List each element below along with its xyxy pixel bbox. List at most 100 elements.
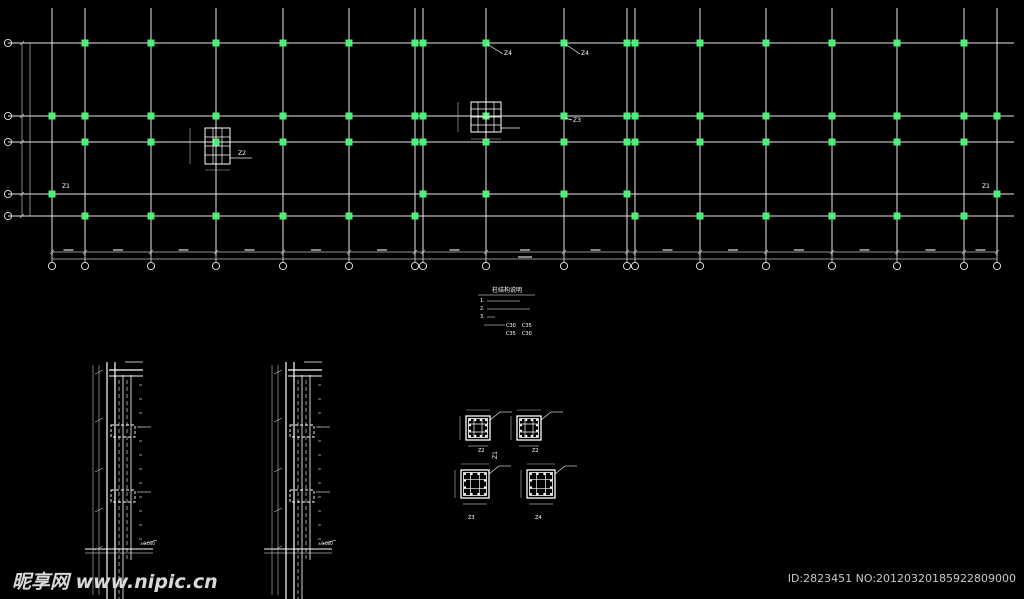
axis-bubble-x [47,261,57,271]
axis-bubble-x [622,261,632,271]
dimension-tick [49,249,55,255]
stirrup [519,418,539,438]
rebar [529,479,533,482]
rebar [463,492,467,496]
dimension-tick [697,249,703,255]
section-outline [465,415,491,441]
rebar [519,418,523,422]
column-marker [81,138,89,146]
column-marker [147,39,155,47]
watermark-id: ID:2823451 NO:20120320185922809000 [787,572,1016,585]
dimension-tick [273,545,283,551]
detail-heading-mark: Z1 [492,451,499,459]
column-marker [345,138,353,146]
column-marker [993,112,1001,120]
axis-bubble-x [211,261,221,271]
column-marker [762,212,770,220]
rebar [474,418,477,422]
notes-line: C30 [506,323,516,329]
dimension-tick [94,417,104,423]
watermark-logo: 昵享网 www.nipic.cn [12,571,218,593]
rebar [468,434,472,438]
rebar [463,486,467,489]
rebar [543,472,546,476]
column-marker [279,138,287,146]
dimension-tick [213,249,219,255]
rebar [529,492,533,496]
column-marker [960,212,968,220]
rebar [519,429,523,432]
notes-line: 1. [480,298,485,304]
level-label: ±0.000 [140,541,155,546]
column-mark-label: Z2 [238,150,246,157]
rebar [483,492,487,496]
column-marker [81,39,89,47]
notes-line: 3. [480,314,485,320]
column-marker [893,112,901,120]
dimension-tick [273,467,283,473]
column-marker [960,138,968,146]
dimension-tick [346,249,352,255]
column-marker [623,39,631,47]
column-marker [212,112,220,120]
column-marker [560,112,568,120]
rebar [479,434,482,438]
axis-bubble-x [827,261,837,271]
rebar [535,424,539,427]
axis-bubble-x [418,261,428,271]
floor-beam [289,489,315,503]
column-mark-label: Z1 [982,183,990,190]
rebar [549,486,553,489]
dimension-tick [624,249,630,255]
axis-bubble-x [761,261,771,271]
rebar [468,424,472,427]
column-marker [419,190,427,198]
dimension-tick [894,249,900,255]
rebar [519,424,523,427]
column-marker [81,112,89,120]
notes-title: 柱结构说明 [492,286,522,294]
column-marker [893,39,901,47]
column-marker [631,212,639,220]
dimension-tick [483,249,489,255]
dimension-tick [19,191,25,197]
rebar [525,418,528,422]
axis-bubble-y [3,111,13,121]
rebar [483,472,487,476]
dimension-tick [280,249,286,255]
column-marker [960,39,968,47]
rebar [535,434,539,438]
column-markers [48,39,1001,220]
column-marker [762,112,770,120]
rebar [530,434,533,438]
section-outline [526,469,556,499]
rebar [477,472,480,476]
dimension-tick [561,249,567,255]
column-marker [482,138,490,146]
axis-bubble-y [3,189,13,199]
column-marker [48,112,56,120]
column-marker [212,212,220,220]
rebar [479,418,482,422]
rebar [525,434,528,438]
column-marker [623,190,631,198]
rebar [470,492,473,496]
column-layout-plan: Z4 Z4 Z3 Z2 Z1 Z1 柱结构说明 1. 2. 3. C30 C35… [3,8,1014,337]
column-section-details [454,409,577,505]
column-marker [762,39,770,47]
column-marker [560,39,568,47]
axis-bubble-x [80,261,90,271]
rebar [519,434,523,438]
axis-bubble-x [559,261,569,271]
dimension-tick [273,417,283,423]
column-marker [696,212,704,220]
axis-bubble-y [3,137,13,147]
dimension-tick [961,249,967,255]
section-outline [516,415,542,441]
detail-caption: Z3 [468,515,475,521]
dimension-tick [19,113,25,119]
column-mark-label: Z3 [573,117,581,124]
column-marker [419,112,427,120]
axis-bubble-x [344,261,354,271]
leader-line [540,411,552,421]
